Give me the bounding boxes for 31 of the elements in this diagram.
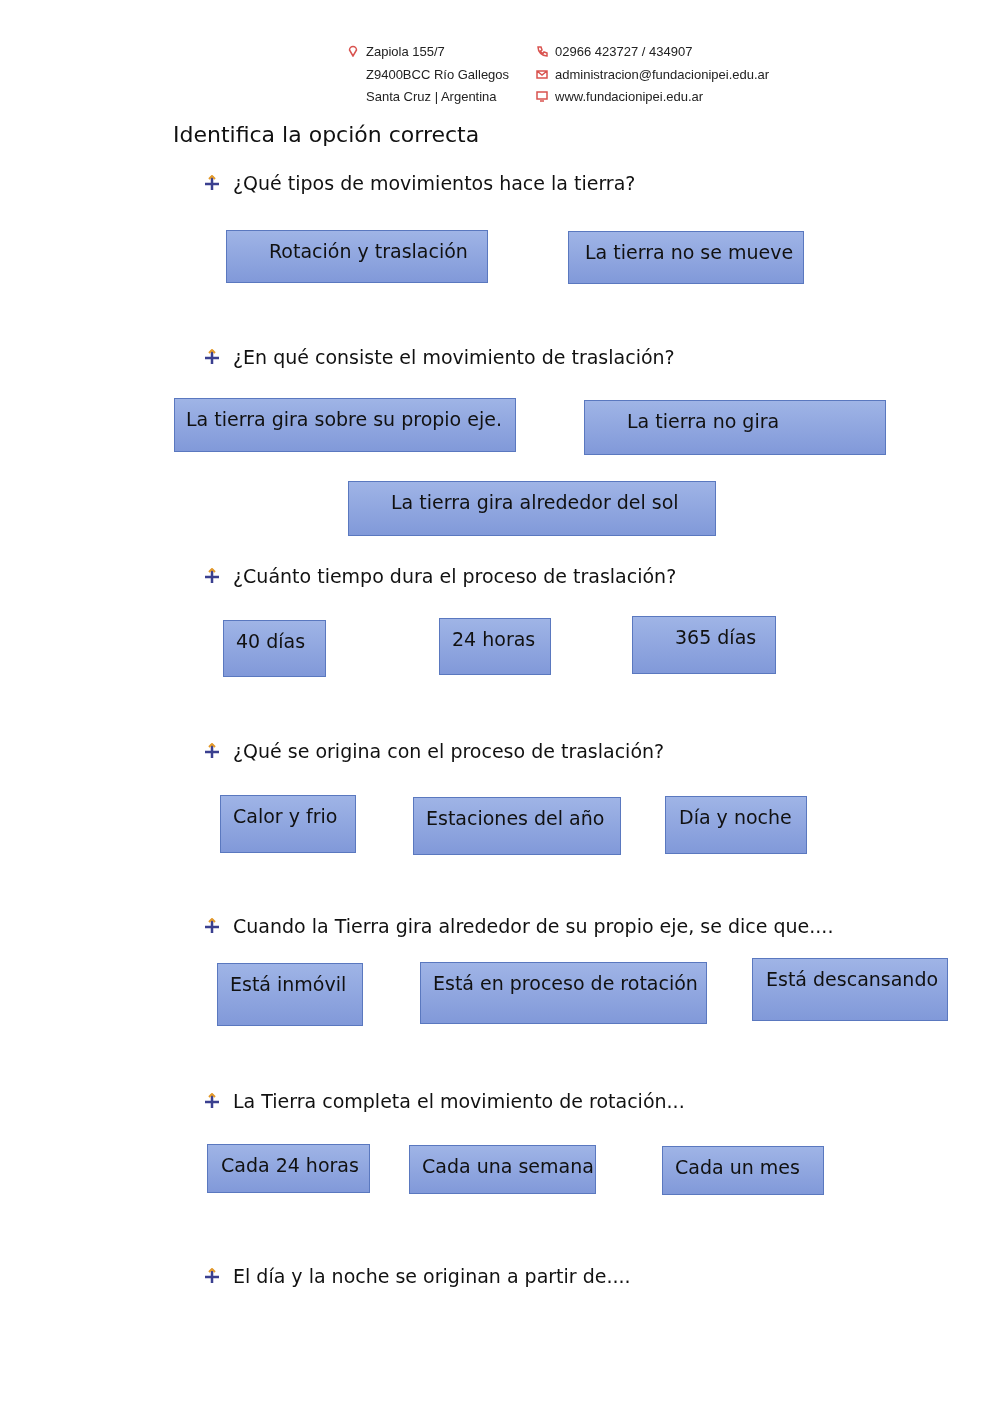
worksheet-title: Identifica la opción correcta bbox=[173, 122, 480, 147]
contact-text: 02966 423727 / 434907 bbox=[555, 44, 693, 59]
contact-text: Zapiola 155/7 bbox=[366, 44, 445, 59]
question-text: La Tierra completa el movimiento de rotación... bbox=[233, 1090, 685, 1112]
answer-option: Estaciones del año bbox=[413, 797, 621, 855]
answer-option: Calor y frio bbox=[220, 795, 356, 853]
question-text: ¿Qué tipos de movimientos hace la tierra? bbox=[233, 172, 636, 194]
answer-option: La tierra no se mueve bbox=[568, 231, 804, 284]
answer-option: 365 días bbox=[632, 616, 776, 674]
answer-option: Rotación y traslación bbox=[226, 230, 488, 283]
question-text: ¿Cuánto tiempo dura el proceso de traslación? bbox=[233, 565, 677, 587]
contact-text: administracion@fundacionipei.edu.ar bbox=[555, 67, 770, 82]
contact-text: Z9400BCC Río Gallegos bbox=[366, 67, 510, 82]
question-text: ¿Qué se origina con el proceso de traslación? bbox=[233, 740, 665, 762]
answer-option: La tierra gira sobre su propio eje. bbox=[174, 398, 516, 452]
answer-option: Cada un mes bbox=[662, 1146, 824, 1195]
question-text: ¿En qué consiste el movimiento de traslación? bbox=[233, 346, 675, 368]
answer-option: 40 días bbox=[223, 620, 326, 677]
question-text: El día y la noche se originan a partir de.... bbox=[233, 1265, 631, 1287]
contact-text: www.fundacionipei.edu.ar bbox=[555, 89, 704, 104]
answer-option: La tierra gira alrededor del sol bbox=[348, 481, 716, 536]
answer-option: Cada 24 horas bbox=[207, 1144, 370, 1193]
answer-option: Día y noche bbox=[665, 796, 807, 854]
answer-option: La tierra no gira bbox=[584, 400, 886, 455]
answer-option: 24 horas bbox=[439, 618, 551, 675]
question-text: Cuando la Tierra gira alrededor de su propio eje, se dice que.... bbox=[233, 915, 834, 937]
answer-option: Cada una semana bbox=[409, 1145, 596, 1194]
answer-option: Está en proceso de rotación bbox=[420, 962, 707, 1024]
answer-option: Está inmóvil bbox=[217, 963, 363, 1026]
contact-text: Santa Cruz | Argentina bbox=[366, 89, 497, 104]
answer-option: Está descansando bbox=[752, 958, 948, 1021]
